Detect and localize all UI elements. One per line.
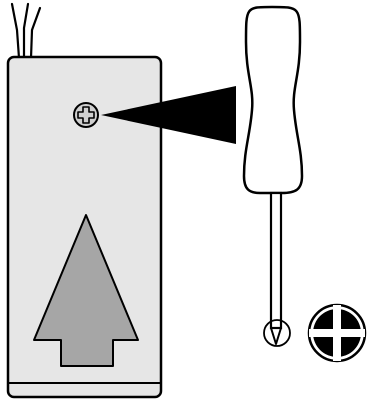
wire-middle — [22, 2, 30, 60]
cover-screw — [73, 102, 99, 128]
screwdriver-tip — [270, 327, 282, 345]
screwdriver — [242, 5, 304, 347]
screwdriver-shaft — [269, 191, 283, 330]
wire-right — [29, 6, 42, 60]
wire-left — [10, 2, 21, 60]
phillips-cross-slot-vertical — [333, 305, 341, 361]
up-arrow-icon — [33, 214, 139, 367]
screw-cross-slot — [77, 106, 95, 124]
pointer-wedge — [101, 86, 236, 144]
screwdriver-handle — [242, 5, 304, 195]
tip-magnifier-ring — [263, 319, 291, 347]
phillips-tip-detail — [307, 303, 367, 363]
lead-wires — [10, 2, 42, 60]
